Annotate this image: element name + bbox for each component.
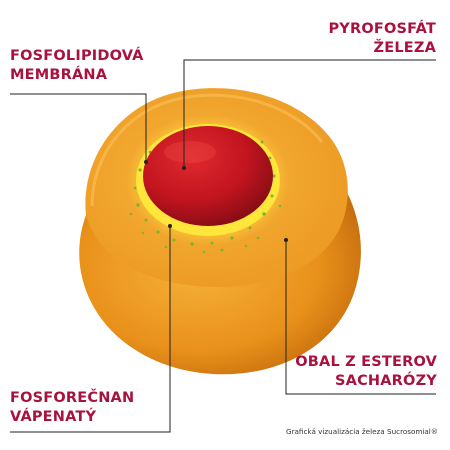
label-line: FOSFOREČNAN bbox=[10, 390, 135, 406]
iron-core bbox=[143, 126, 273, 226]
leader-coating bbox=[285, 240, 436, 395]
label-line: FOSFOLIPIDOVÁ bbox=[10, 48, 144, 64]
label-line: ŽELEZA bbox=[373, 40, 436, 56]
calcium-phosphate-dots bbox=[129, 140, 282, 254]
leader-phosphate bbox=[10, 226, 171, 433]
label-line: MEMBRÁNA bbox=[10, 67, 108, 83]
label-line: VÁPENATÝ bbox=[10, 409, 97, 425]
label-phospholipid-membrane: FOSFOLIPIDOVÁ MEMBRÁNA bbox=[10, 47, 144, 85]
label-line: SACHARÓZY bbox=[335, 373, 437, 389]
label-sucrose-ester-coating: OBAL Z ESTEROV SACHARÓZY bbox=[295, 353, 437, 391]
label-calcium-phosphate: FOSFOREČNAN VÁPENATÝ bbox=[10, 389, 134, 427]
leader-membrane bbox=[10, 93, 147, 162]
label-line: PYROFOSFÁT bbox=[328, 21, 436, 37]
shell-rim-highlight bbox=[90, 93, 324, 207]
label-iron-pyrophosphate: PYROFOSFÁT ŽELEZA bbox=[328, 20, 436, 58]
core-highlight bbox=[164, 141, 216, 163]
leader-lines bbox=[10, 59, 436, 433]
leader-dots bbox=[144, 160, 288, 242]
leader-pyrophosphate bbox=[183, 59, 436, 168]
image-caption: Grafická vizualizácia železa Sucrosomial… bbox=[286, 427, 438, 436]
label-line: OBAL Z ESTEROV bbox=[295, 354, 437, 370]
